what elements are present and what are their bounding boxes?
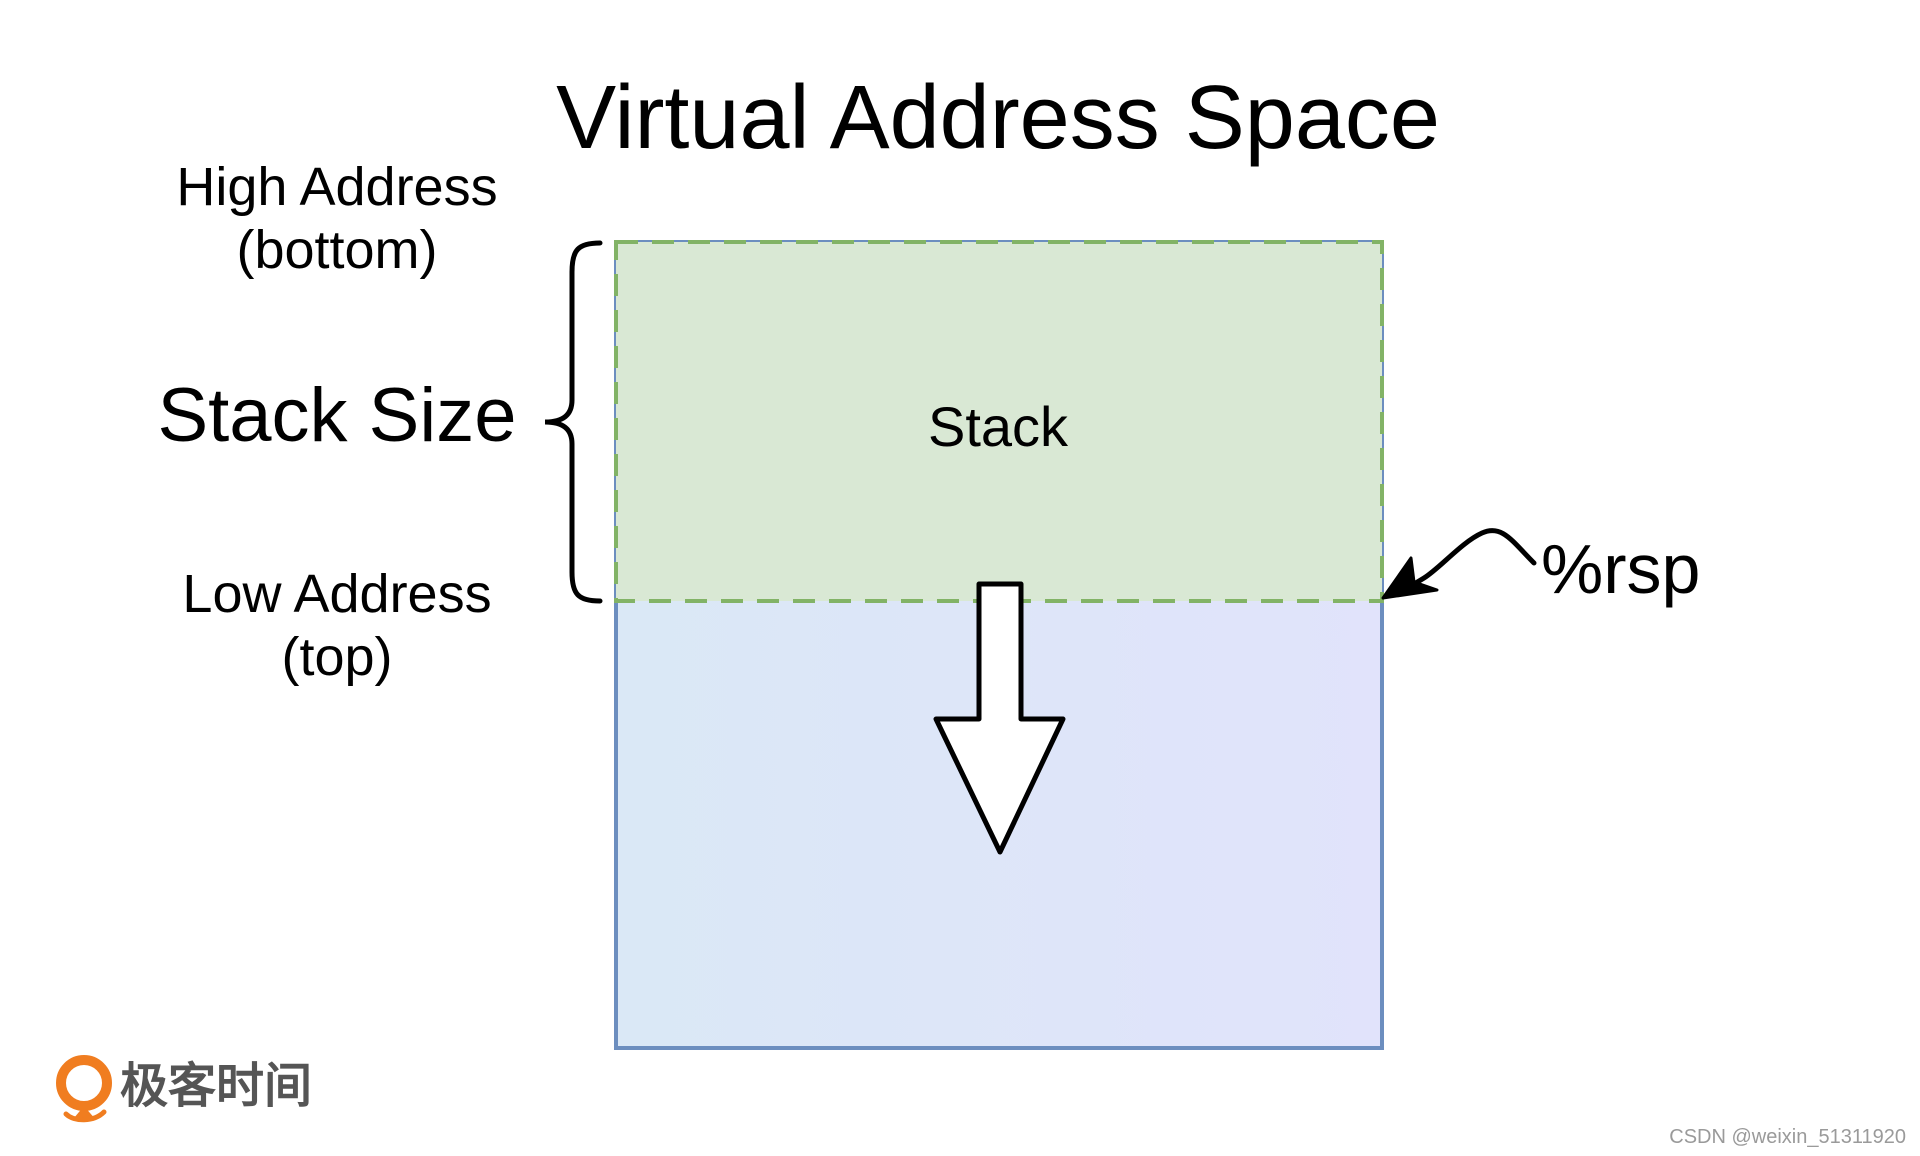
high-address-label: High Address xyxy=(176,157,497,217)
low-address-sublabel: (top) xyxy=(281,627,392,687)
stack-region xyxy=(616,242,1382,601)
left-curly-brace-icon xyxy=(544,240,603,604)
down-arrow-icon xyxy=(933,581,1066,855)
stack-size-label: Stack Size xyxy=(157,373,516,458)
low-address-label: Low Address xyxy=(182,564,491,624)
high-address-sublabel: (bottom) xyxy=(236,220,437,280)
brand-watermark: 极客时间 xyxy=(120,1060,312,1113)
stack-label: Stack xyxy=(928,395,1069,458)
geektime-logo-icon xyxy=(56,1055,112,1123)
diagram-title: Virtual Address Space xyxy=(556,68,1440,168)
rsp-label: %rsp xyxy=(1541,530,1700,608)
stack-region-border xyxy=(614,240,1384,603)
credit-watermark: CSDN @weixin_51311920 xyxy=(1669,1126,1906,1148)
curved-arrow-icon xyxy=(1381,528,1537,600)
